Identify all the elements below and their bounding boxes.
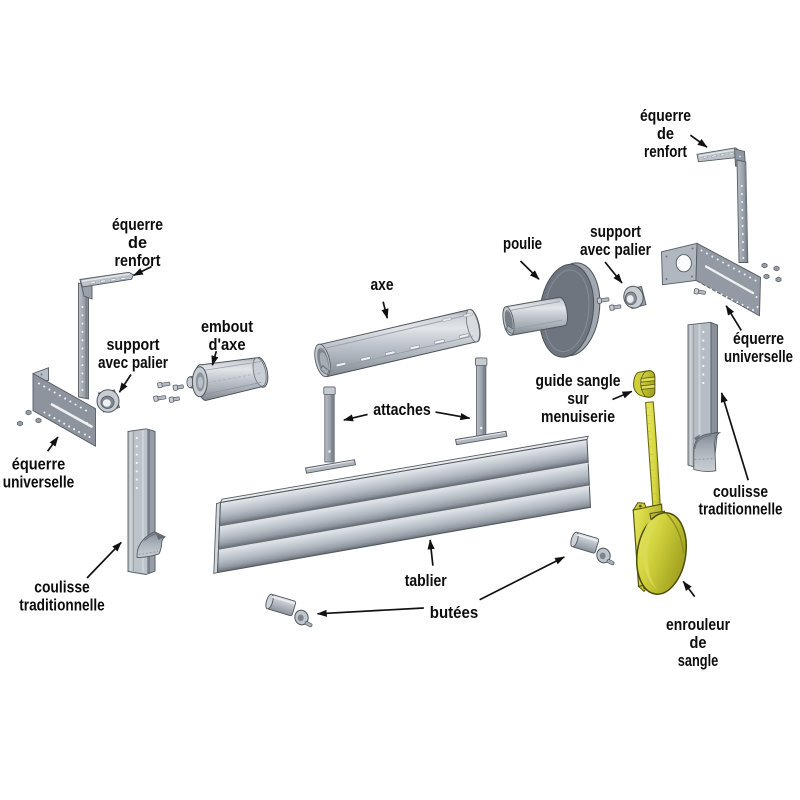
- svg-text:sur: sur: [567, 389, 589, 408]
- svg-text:coulisse: coulisse: [713, 482, 768, 501]
- svg-text:équerre: équerre: [112, 215, 163, 234]
- svg-text:traditionnelle: traditionnelle: [699, 500, 783, 519]
- svg-text:avec palier: avec palier: [580, 240, 651, 259]
- svg-text:équerre: équerre: [12, 455, 66, 474]
- svg-text:butées: butées: [430, 603, 479, 622]
- svg-text:équerre: équerre: [733, 329, 784, 348]
- svg-text:renfort: renfort: [644, 142, 687, 161]
- svg-text:attaches: attaches: [373, 400, 431, 419]
- svg-text:traditionnelle: traditionnelle: [19, 596, 105, 615]
- svg-text:d'axe: d'axe: [209, 335, 246, 354]
- svg-text:équerre: équerre: [640, 106, 691, 125]
- svg-text:poulie: poulie: [503, 234, 542, 253]
- svg-text:coulisse: coulisse: [34, 578, 90, 597]
- svg-text:support: support: [590, 222, 641, 241]
- svg-text:sangle: sangle: [678, 651, 719, 670]
- svg-text:de: de: [657, 124, 674, 143]
- svg-text:renfort: renfort: [115, 251, 161, 270]
- svg-text:embout: embout: [201, 317, 253, 336]
- svg-text:de: de: [690, 633, 707, 652]
- svg-text:universelle: universelle: [3, 473, 75, 492]
- svg-text:guide sangle: guide sangle: [536, 371, 621, 390]
- svg-text:universelle: universelle: [724, 347, 793, 366]
- svg-text:tablier: tablier: [405, 571, 447, 590]
- svg-text:support: support: [107, 335, 160, 354]
- svg-text:enrouleur: enrouleur: [666, 615, 730, 634]
- svg-text:avec palier: avec palier: [98, 353, 168, 372]
- svg-text:menuiserie: menuiserie: [541, 407, 615, 426]
- svg-text:de: de: [128, 233, 147, 252]
- svg-text:axe: axe: [371, 275, 394, 294]
